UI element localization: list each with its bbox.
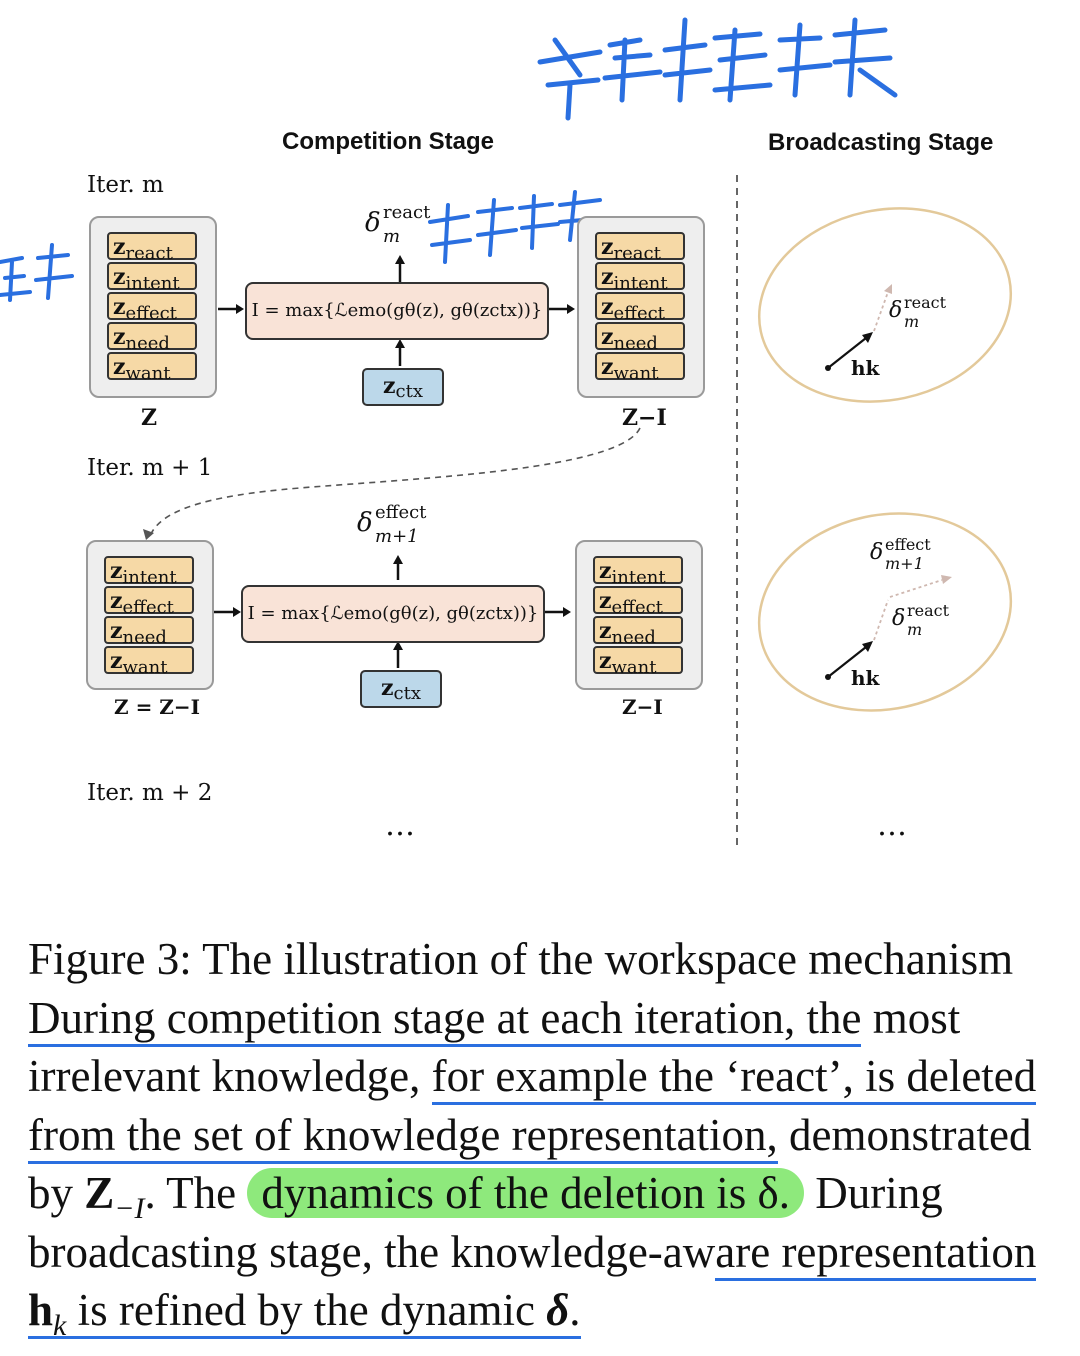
- caption-line-6: broadcasting stage, the knowledge-aware …: [28, 1223, 1080, 1282]
- knowledge-intent: zintent: [107, 262, 197, 294]
- broadcast-h-2: hk: [851, 666, 880, 690]
- caption-line-7: hk is refined by the dynamic δ.: [28, 1285, 581, 1342]
- set-label-z-minus-i: Z−I: [622, 405, 667, 431]
- handwriting-mid-ink: [428, 190, 607, 264]
- knowledge-react-deleted: zreact: [595, 232, 685, 264]
- set-label-z-equals: Z = Z−I: [114, 695, 200, 719]
- knowledge-react: zreact: [107, 232, 197, 264]
- formula-box-iter2: I = max{ℒemo(gθ(z), gθ(zctx))}: [241, 585, 545, 643]
- knowledge-need: zneed: [104, 616, 194, 648]
- broadcast-ellipse-1: [757, 207, 1013, 403]
- caption-line-1: Figure 3: The illustration of the worksp…: [28, 934, 1014, 984]
- knowledge-want: zwant: [595, 352, 685, 384]
- broadcast-delta-effect-2: δ effect m+1: [870, 535, 931, 573]
- broadcast-delta-react-2: δ react m: [892, 601, 950, 639]
- knowledge-effect: zeffect: [107, 292, 197, 324]
- competition-stage-title: Competition Stage: [282, 128, 495, 155]
- iter-label-m: Iter. m: [87, 172, 164, 198]
- knowledge-stack-iter1-input: zreact zintent zeffect zneed zwant: [89, 216, 217, 398]
- iter-label-m2: Iter. m + 2: [87, 780, 213, 806]
- iter-label-m1: Iter. m + 1: [87, 455, 213, 481]
- knowledge-effect: zeffect: [595, 292, 685, 324]
- knowledge-stack-iter2-output: zintent zeffect zneed zwant: [575, 540, 703, 690]
- formula-box-iter1: I = max{ℒemo(gθ(z), gθ(zctx))}: [245, 282, 549, 340]
- set-label-z: Z: [141, 405, 158, 431]
- handwriting-left-ink: [0, 243, 74, 302]
- knowledge-intent: zintent: [104, 556, 194, 588]
- broadcast-ellipse-2: [757, 512, 1013, 712]
- knowledge-need: zneed: [595, 322, 685, 354]
- delta-effect-iter2: δ effect m+1: [357, 502, 427, 547]
- knowledge-effect-deleted: zeffect: [593, 586, 683, 618]
- caption-highlight: dynamics of the deletion is δ.: [247, 1168, 805, 1218]
- caption-line-2: During competition stage at each iterati…: [28, 989, 1080, 1048]
- broadcast-h-1: hk: [851, 356, 880, 380]
- knowledge-want: zwant: [104, 646, 194, 678]
- figure-3: Competition Stage Broadcasting Stage Ite…: [0, 17, 1013, 848]
- broadcasting-stage-title: Broadcasting Stage: [768, 129, 994, 156]
- figure-lines: [0, 17, 1013, 848]
- ellipsis-competition: …: [385, 808, 417, 843]
- knowledge-need: zneed: [107, 322, 197, 354]
- handwriting-top-ink: [537, 17, 898, 121]
- knowledge-stack-iter2-input: zintent zeffect zneed zwant: [86, 540, 214, 690]
- ctx-box-iter1: zctx: [362, 368, 444, 406]
- knowledge-effect: zeffect: [104, 586, 194, 618]
- knowledge-want: zwant: [593, 646, 683, 678]
- caption-line-4: from the set of knowledge representation…: [28, 1106, 1080, 1165]
- figure-caption: Figure 3: The illustration of the worksp…: [28, 930, 1080, 1342]
- knowledge-intent: zintent: [595, 262, 685, 294]
- caption-line-3: irrelevant knowledge, for example the ‘r…: [28, 1047, 1080, 1106]
- knowledge-intent: zintent: [593, 556, 683, 588]
- knowledge-need: zneed: [593, 616, 683, 648]
- knowledge-want: zwant: [107, 352, 197, 384]
- caption-line-5: by Z−I. The dynamics of the deletion is …: [28, 1168, 943, 1225]
- ellipsis-broadcast: …: [877, 808, 909, 843]
- knowledge-stack-iter1-output: zreact zintent zeffect zneed zwant: [577, 216, 705, 398]
- broadcast-delta-react-1: δ react m: [889, 293, 947, 331]
- set-label-z-minus-i-2: Z−I: [622, 695, 663, 719]
- delta-react-iter1: δ react m: [365, 202, 431, 247]
- ctx-box-iter2: zctx: [360, 670, 442, 708]
